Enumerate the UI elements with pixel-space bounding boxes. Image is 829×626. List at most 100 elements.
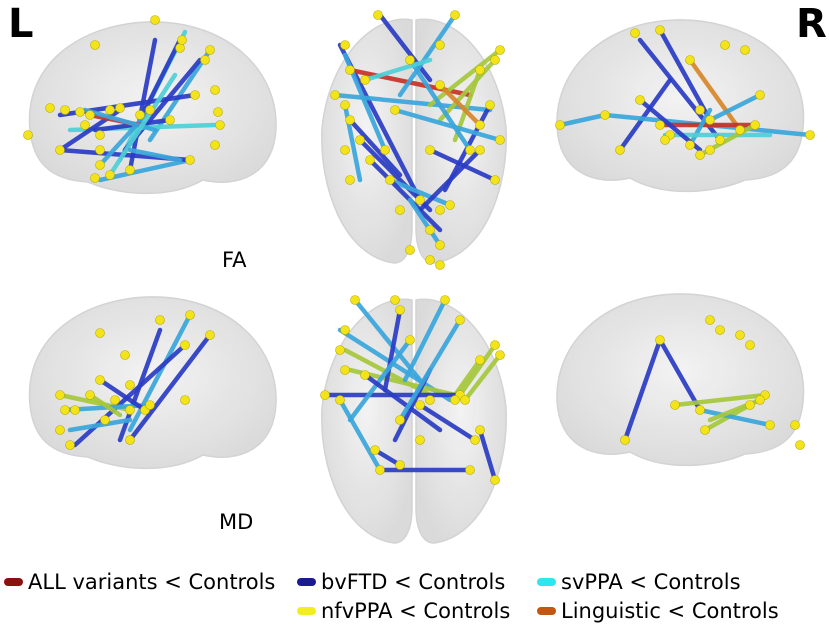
region-node [55,145,65,155]
brain-silhouettes [28,18,805,544]
region-node [145,400,155,410]
region-node [435,40,445,50]
region-node [55,425,65,435]
region-node [490,55,500,65]
region-node [495,135,505,145]
connection-edge [347,337,413,423]
legend-item-linguistic: Linguistic < Controls [537,599,779,623]
region-node [450,395,460,405]
region-node [475,65,485,75]
connection-edge [397,12,458,98]
region-node [450,10,460,20]
region-node [180,395,190,405]
connection-edge [687,107,713,148]
region-node [600,110,610,120]
region-node [405,335,415,345]
region-node [465,465,475,475]
region-node [490,175,500,185]
region-node [435,80,445,90]
connection-edge [367,157,443,233]
region-node [705,145,715,155]
region-node [435,205,445,215]
region-node [365,155,375,165]
region-node [120,350,130,360]
region-node [405,55,415,65]
region-node [205,330,215,340]
region-node [765,420,775,430]
connection-edge [437,57,498,123]
legend-label-linguistic: Linguistic < Controls [561,599,779,623]
region-node [635,95,645,105]
region-nodes [23,10,815,485]
region-node [685,55,695,65]
legend-label-svppa: svPPA < Controls [561,570,741,594]
region-node [210,85,220,95]
region-node [455,315,465,325]
connection-edge [617,77,673,153]
connection-edge [127,332,213,443]
legend-label-all-variants: ALL variants < Controls [28,570,276,594]
region-node [360,75,370,85]
region-node [395,305,405,315]
connection-edge [97,157,193,183]
region-node [475,425,485,435]
region-node [125,435,135,445]
region-node [390,105,400,115]
region-node [95,145,105,155]
connection-edge [362,372,443,433]
region-node [125,380,135,390]
region-node [155,315,165,325]
connection-edge [347,117,403,178]
region-node [360,370,370,380]
region-node [745,400,755,410]
region-node [100,415,110,425]
legend-item-bvftd: bvFTD < Controls [297,570,505,594]
connection-edge [387,177,453,208]
region-node [95,160,105,170]
region-node [95,375,105,385]
region-node [55,390,65,400]
connection-edge [67,417,133,433]
connection-edge [372,447,403,468]
legend-swatch-nfvppa [297,607,316,615]
connection-edge [337,397,383,473]
region-node [555,120,565,130]
region-node [80,120,90,130]
region-node [740,45,750,55]
region-node [715,325,725,335]
region-node [150,15,160,25]
region-node [395,415,405,425]
region-node [90,40,100,50]
brain-fa-right-lateral [556,19,805,193]
region-node [85,390,95,400]
region-node [440,295,450,305]
legend-label-nfvppa: nfvPPA < Controls [321,599,511,623]
connection-edge [402,297,448,383]
legend-swatch-bvftd [297,578,316,586]
region-node [135,110,145,120]
connection-edge [392,107,503,143]
region-node [755,90,765,100]
connection-edge [707,92,763,123]
legend-item-nfvppa: nfvPPA < Controls [297,599,510,623]
region-node [95,328,105,338]
connection-edge [87,392,123,418]
region-node [695,150,705,160]
connection-edge [657,337,703,413]
region-node [110,395,120,405]
connection-edge [672,392,768,408]
region-node [415,195,425,205]
region-node [345,115,355,125]
left-hemisphere-label: L [8,1,34,47]
region-node [185,155,195,165]
region-node [475,355,485,365]
legend-swatch-linguistic [537,607,556,615]
region-node [125,165,135,175]
region-node [490,340,500,350]
md-row-label: MD [219,510,254,534]
region-node [425,145,435,155]
region-node [213,107,223,117]
region-node [415,435,425,445]
region-node [670,400,680,410]
region-node [370,445,380,455]
